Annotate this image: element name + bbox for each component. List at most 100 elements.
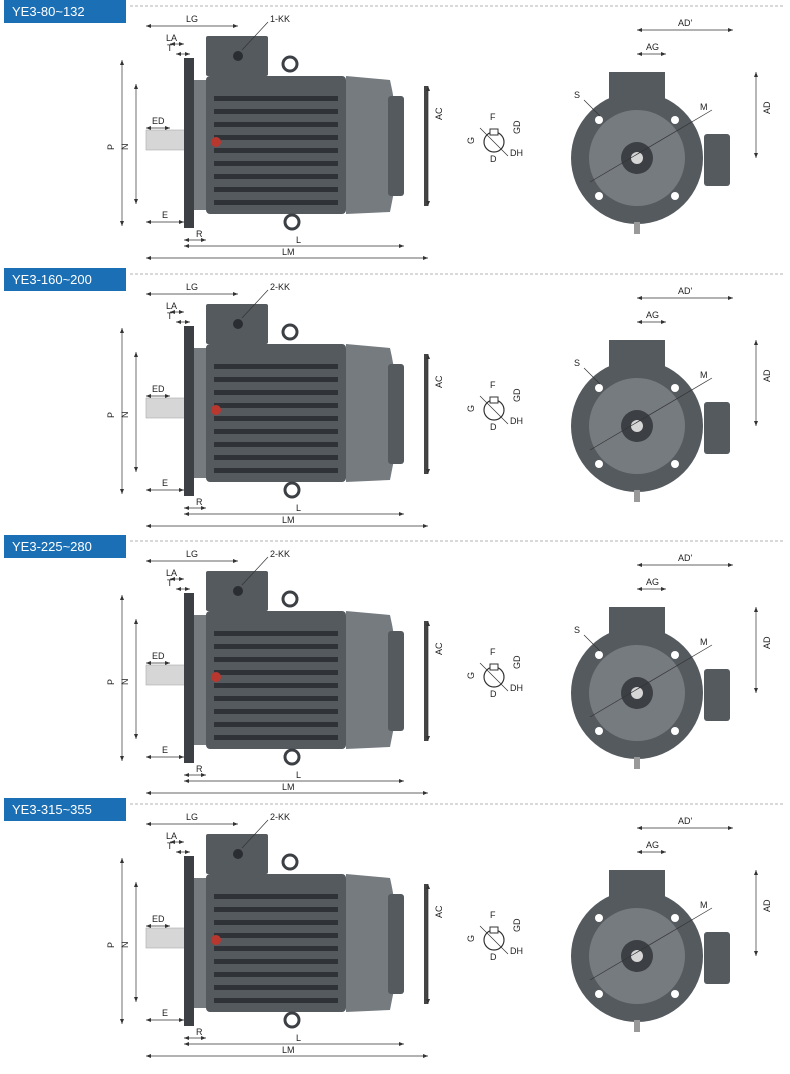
arrowhead xyxy=(179,577,184,581)
label-F: F xyxy=(490,380,496,390)
label-AG: AG xyxy=(646,310,659,320)
label-AD: AD xyxy=(762,899,772,912)
label-AD-prime: AD' xyxy=(678,553,693,563)
label-E: E xyxy=(162,210,168,220)
label-S: S xyxy=(574,625,580,635)
arrowhead xyxy=(170,840,175,844)
cooling-fin xyxy=(214,657,338,662)
dimension-line xyxy=(589,907,713,981)
arrowhead xyxy=(146,1018,151,1022)
label-AD: AD xyxy=(762,636,772,649)
arrowhead xyxy=(754,870,758,875)
dimension-line xyxy=(241,289,269,319)
label-F: F xyxy=(490,647,496,657)
label-E: E xyxy=(162,745,168,755)
section-title: YE3-315~355 xyxy=(12,802,92,817)
shaft-end xyxy=(631,420,643,432)
arrowhead xyxy=(170,310,175,314)
arrowhead xyxy=(185,587,190,591)
bolt-hole xyxy=(671,651,679,659)
dimension-line xyxy=(589,644,713,718)
kk-callout: 2-KK xyxy=(241,549,290,586)
arrowhead xyxy=(146,822,151,826)
arrowhead xyxy=(134,997,138,1002)
label-DH: DH xyxy=(510,148,523,158)
dimension-line xyxy=(241,556,269,586)
arrowhead xyxy=(120,489,124,494)
label-LG: LG xyxy=(186,549,198,559)
label-S: S xyxy=(574,358,580,368)
arrowhead xyxy=(165,661,170,665)
arrowhead xyxy=(146,394,151,398)
label-LA: LA xyxy=(166,301,177,311)
cooling-fin xyxy=(214,174,338,179)
bolt-hole xyxy=(671,990,679,998)
arrowhead xyxy=(146,488,151,492)
cooling-fin xyxy=(214,709,338,714)
arrowhead xyxy=(184,1036,189,1040)
bolt-hole xyxy=(671,914,679,922)
mounting-flange xyxy=(184,593,194,763)
arrowhead xyxy=(426,999,430,1004)
side-view xyxy=(145,834,428,1029)
arrowhead xyxy=(426,354,430,359)
arrowhead xyxy=(120,756,124,761)
label-LA: LA xyxy=(166,33,177,43)
label-ED: ED xyxy=(152,116,165,126)
dimension-line xyxy=(583,99,601,117)
label-AC: AC xyxy=(434,905,444,918)
arrowhead xyxy=(146,220,151,224)
label-G: G xyxy=(466,137,476,144)
arrowhead xyxy=(423,256,428,260)
label-N: N xyxy=(120,679,130,686)
label-AC: AC xyxy=(434,642,444,655)
cooling-fin xyxy=(214,907,338,912)
brand-badge xyxy=(211,672,221,682)
front-view xyxy=(571,607,730,769)
bottom-lifting-eye xyxy=(283,748,301,766)
cooling-fin xyxy=(214,696,338,701)
label-LA: LA xyxy=(166,831,177,841)
label-AD-prime: AD' xyxy=(678,286,693,296)
label-GD: GD xyxy=(512,918,522,932)
cooling-fin xyxy=(214,670,338,675)
side-junction-box xyxy=(704,932,730,984)
label-GD: GD xyxy=(512,120,522,134)
label-T: T xyxy=(167,841,173,851)
label-LM: LM xyxy=(282,1045,295,1055)
label-F: F xyxy=(490,112,496,122)
label-T: T xyxy=(167,311,173,321)
front-view xyxy=(571,72,730,234)
arrowhead xyxy=(661,52,666,56)
arrowhead xyxy=(728,28,733,32)
end-shield xyxy=(194,878,208,1008)
label-L: L xyxy=(296,1033,301,1043)
label-S: S xyxy=(574,90,580,100)
keyway xyxy=(489,396,499,404)
cooling-fin xyxy=(214,959,338,964)
arrowhead xyxy=(184,773,189,777)
label-P: P xyxy=(106,679,116,685)
arrowhead xyxy=(146,24,151,28)
bolt-hole xyxy=(595,384,603,392)
arrowhead xyxy=(179,840,184,844)
arrowhead xyxy=(120,1019,124,1024)
label-KK: 2-KK xyxy=(270,812,290,822)
label-DH: DH xyxy=(510,946,523,956)
fan-cover xyxy=(346,344,398,482)
arrowhead xyxy=(179,1018,184,1022)
arrowhead xyxy=(426,201,430,206)
brand-badge xyxy=(211,935,221,945)
mounting-flange xyxy=(184,326,194,496)
label-LM: LM xyxy=(282,515,295,525)
keyway xyxy=(489,128,499,136)
